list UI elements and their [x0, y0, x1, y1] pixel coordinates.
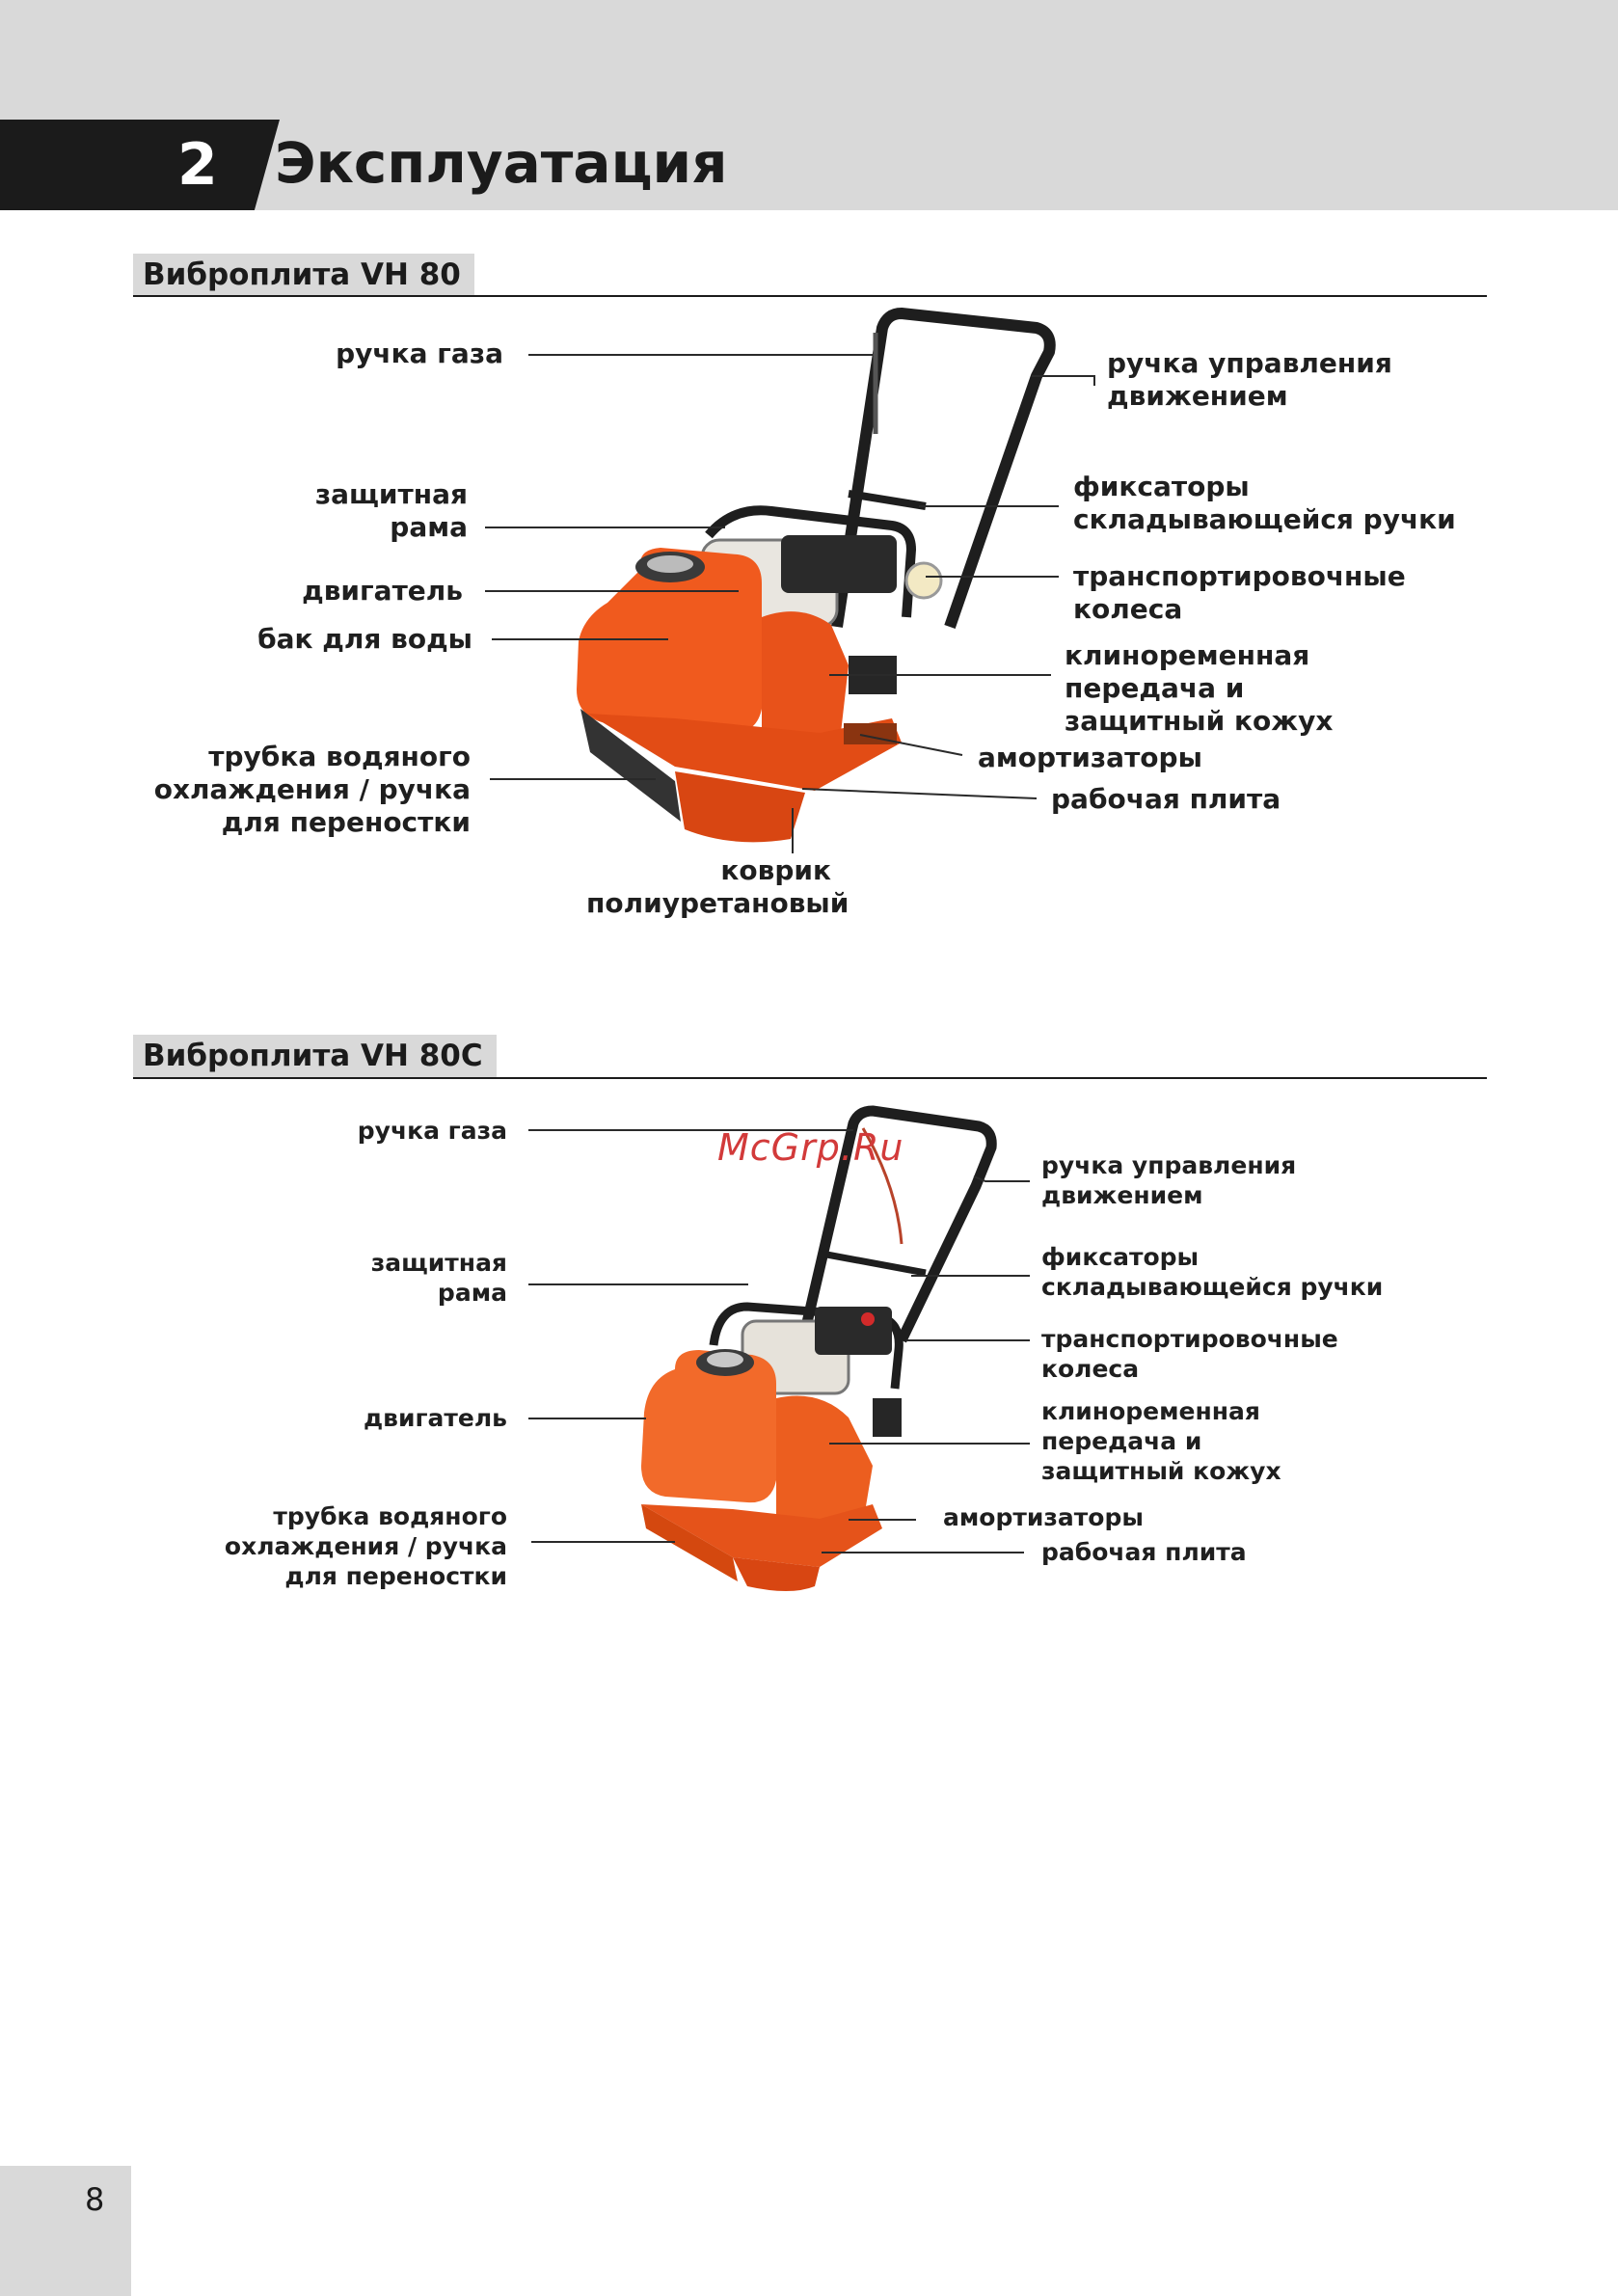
s1-label-engine: двигатель — [302, 575, 463, 607]
chapter-number: 2 — [177, 131, 218, 199]
page-number: 8 — [85, 2181, 105, 2218]
s2-label-engine: двигатель — [363, 1404, 507, 1432]
s2-label-plate: рабочая плита — [1041, 1538, 1247, 1566]
chapter-bar — [0, 120, 280, 210]
machine-vh80 — [577, 308, 1056, 843]
header-band — [0, 0, 1618, 210]
s1-label-throttle: ручка газа — [336, 338, 503, 369]
s1-label-shocks: амортизаторы — [978, 742, 1202, 773]
s2-label-shocks: амортизаторы — [943, 1503, 1144, 1531]
section1-title: Виброплита VH 80 — [133, 254, 474, 296]
s1-leaders — [485, 354, 1095, 853]
section2-title: Виброплита VH 80C — [133, 1035, 497, 1077]
s1-label-tank: бак для воды — [257, 623, 472, 655]
machine-vh80c — [641, 1105, 997, 1591]
page-number-box — [0, 2166, 131, 2296]
s2-leaders — [528, 1129, 1030, 1553]
s1-label-plate: рабочая плита — [1051, 783, 1281, 815]
s2-label-throttle: ручка газа — [357, 1117, 507, 1145]
watermark-text: McGrp.Ru — [717, 1126, 904, 1169]
section2-rule — [133, 1077, 1487, 1079]
chapter-title: Эксплуатация — [275, 130, 728, 196]
section1-rule — [133, 295, 1487, 297]
